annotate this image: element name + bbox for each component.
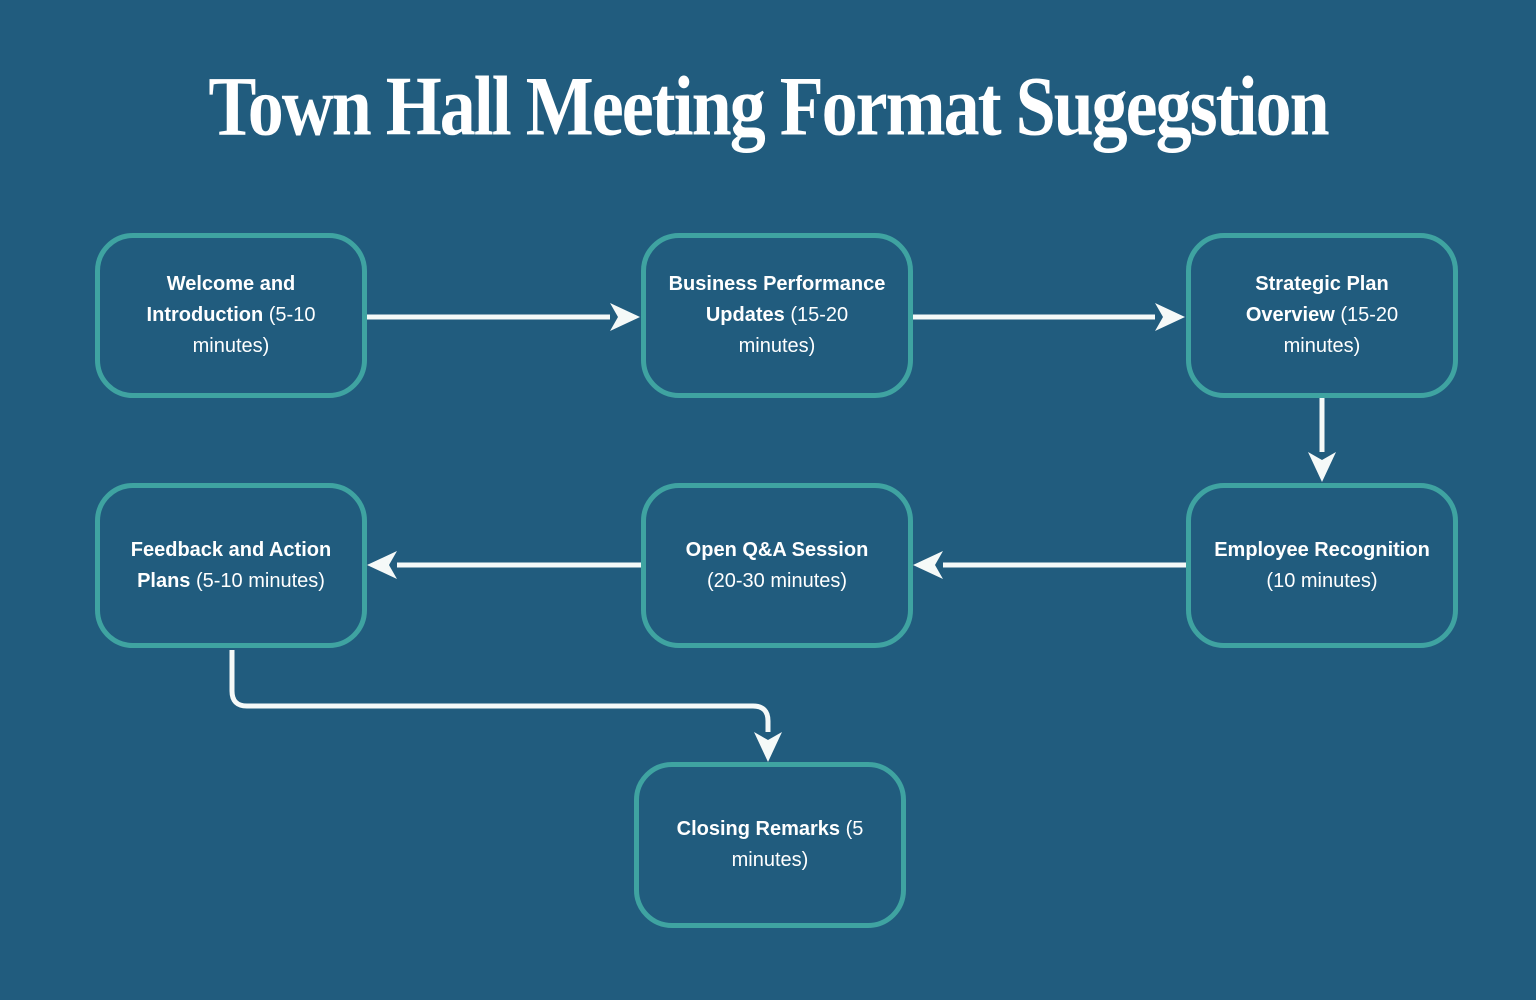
node-label: Welcome and Introduction (5-10 minutes) (122, 269, 340, 362)
node-title: Strategic Plan Overview (1245, 273, 1389, 326)
node-label: Closing Remarks (5 minutes) (661, 814, 879, 876)
node-duration: (15-20 minutes) (1283, 304, 1399, 357)
node-title: Closing Remarks (676, 818, 841, 840)
node-duration: (15-20 minutes) (738, 304, 849, 357)
node-open-qa-session: Open Q&A Session (20-30 minutes) (641, 483, 913, 648)
node-title: Open Q&A Session (685, 538, 869, 561)
node-label: Strategic Plan Overview (15-20 minutes) (1213, 269, 1431, 362)
arrow-feedback-to-closing (229, 650, 782, 762)
node-feedback-action-plans: Feedback and Action Plans (5-10 minutes) (95, 483, 367, 648)
node-title: Welcome and Introduction (146, 273, 296, 326)
node-title: Employee Recognition (1214, 538, 1430, 561)
node-duration: (5-10 minutes) (195, 569, 325, 592)
node-strategic-plan-overview: Strategic Plan Overview (15-20 minutes) (1186, 233, 1458, 398)
node-label: Open Q&A Session (20-30 minutes) (668, 535, 886, 597)
node-welcome-introduction: Welcome and Introduction (5-10 minutes) (95, 233, 367, 398)
node-duration: (5-10 minutes) (192, 304, 316, 357)
node-duration: (5 minutes) (731, 818, 864, 871)
page-title: Town Hall Meeting Format Sugegstion (208, 59, 1329, 154)
node-business-performance-updates: Business Performance Updates (15-20 minu… (641, 233, 913, 398)
node-duration: (10 minutes) (1266, 569, 1378, 592)
node-duration: (20-30 minutes) (706, 569, 848, 592)
node-title: Business Performance Updates (668, 273, 886, 326)
node-label: Employee Recognition (10 minutes) (1213, 535, 1431, 597)
node-closing-remarks: Closing Remarks (5 minutes) (634, 762, 906, 928)
node-title: Feedback and Action Plans (130, 538, 332, 592)
node-employee-recognition: Employee Recognition (10 minutes) (1186, 483, 1458, 648)
node-label: Business Performance Updates (15-20 minu… (668, 269, 886, 362)
node-label: Feedback and Action Plans (5-10 minutes) (122, 535, 340, 597)
